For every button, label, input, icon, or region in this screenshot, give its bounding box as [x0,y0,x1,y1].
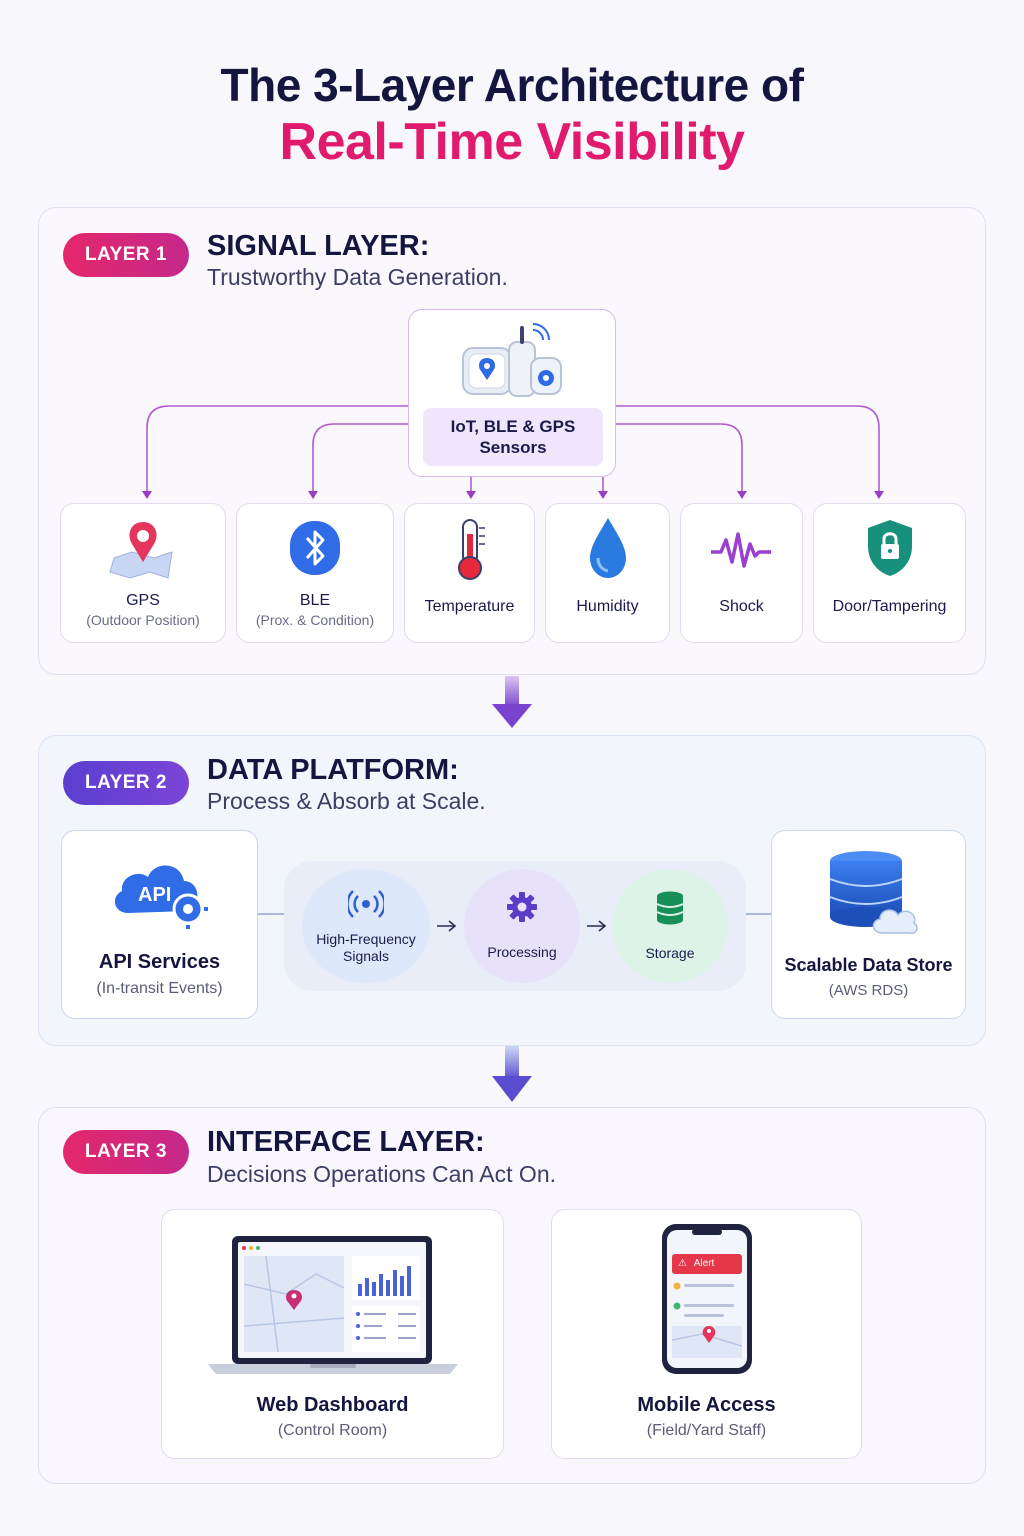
cloud-api-icon: API [114,865,208,929]
waveform-icon [711,532,771,568]
bluetooth-icon [290,521,340,575]
layer1-panel: LAYER 1 SIGNAL LAYER: Trustworthy Data G… [38,207,986,675]
data-store-label: Scalable Data Store [784,955,953,975]
layer3-title: INTERFACE LAYER: [207,1126,485,1158]
sensor-sub: (Outdoor Position) [86,612,200,628]
laptop-dashboard-icon [208,1236,458,1374]
web-dashboard-sub: (Control Room) [277,1422,388,1439]
layer3-badge: LAYER 3 [63,1130,189,1174]
sensor-label: Humidity [576,598,639,615]
down-arrow-icon [492,1046,532,1102]
layer2-badge: LAYER 2 [63,761,189,805]
pipeline-step-label: Storage [645,945,695,961]
layer2-panel: LAYER 2 DATA PLATFORM: Process & Absorb … [38,735,986,1046]
layer3-subtitle: Decisions Operations Can Act On. [207,1161,556,1187]
sensor-card-shock: Shock [680,503,803,643]
pipeline-step-label: High-Frequency Signals [316,931,416,964]
smartphone-icon: ⚠ Alert [662,1224,752,1374]
gear-icon [507,892,537,922]
shield-lock-icon [868,520,912,576]
sensor-card-gps: GPS (Outdoor Position) [60,503,226,643]
map-pin-icon [109,522,173,579]
data-pipeline: High-Frequency Signals Processing [284,861,746,991]
sensor-hub: IoT, BLE & GPS Sensors [408,309,616,477]
layer1-title: SIGNAL LAYER: [207,230,430,262]
hub-label: IoT, BLE & GPS Sensors [423,408,603,466]
sensor-label: GPS [126,592,160,609]
sensor-card-temperature: Temperature [404,503,535,643]
sensor-sub: (Prox. & Condition) [255,612,375,628]
iot-devices-icon [462,323,562,397]
water-drop-icon [590,518,626,578]
api-icon-text: API [138,884,171,906]
layer2-title: DATA PLATFORM: [207,754,459,786]
data-store-card: Scalable Data Store (AWS RDS) [771,830,966,1019]
sensor-label: BLE [299,592,331,609]
database-icon [656,891,684,925]
sensor-label: Temperature [424,598,515,615]
mobile-content-icon [672,1282,742,1358]
api-services-label: API Services [98,951,221,973]
web-dashboard-label: Web Dashboard [256,1394,409,1416]
web-dashboard-card: Web Dashboard (Control Room) [161,1209,504,1459]
pipeline-step-signals: High-Frequency Signals [302,869,430,983]
layer2-subtitle: Process & Absorb at Scale. [207,788,486,814]
layer1-subtitle: Trustworthy Data Generation. [207,264,508,290]
arrow-right-icon [437,920,457,932]
mobile-access-label: Mobile Access [637,1394,776,1416]
mobile-access-card: ⚠ Alert Mobile Access (Field/Yard Staff) [551,1209,862,1459]
sensor-card-ble: BLE (Prox. & Condition) [236,503,394,643]
layer1-badge: LAYER 1 [63,233,189,277]
mobile-alert-banner: ⚠ Alert [672,1254,742,1274]
mobile-alert-text: Alert [693,1258,715,1269]
thermometer-icon [458,519,485,580]
pipeline-step-processing: Processing [464,869,580,983]
database-cloud-icon [829,851,918,935]
mobile-access-sub: (Field/Yard Staff) [646,1422,767,1439]
layer3-panel: LAYER 3 INTERFACE LAYER: Decisions Opera… [38,1107,986,1484]
sensor-card-humidity: Humidity [545,503,670,643]
page-title: The 3-Layer Architecture of [220,59,804,111]
pipeline-step-label: Processing [487,944,557,960]
api-services-sub: (In-transit Events) [96,980,223,997]
arrow-right-icon [587,920,607,932]
pipeline-step-storage: Storage [612,869,728,983]
page-title-highlight: Real-Time Visibility [279,113,745,171]
data-store-sub: (AWS RDS) [828,982,909,999]
down-arrow-icon [492,676,532,728]
api-services-card: API API Services (In-transit Events) [61,830,258,1019]
sensor-card-door-tampering: Door/Tampering [813,503,966,643]
pipeline-connectors [258,913,771,915]
warning-icon: ⚠ [678,1258,687,1269]
sensor-label: Shock [719,598,764,615]
sensor-label: Door/Tampering [832,598,947,615]
hub-connectors [142,405,884,499]
broadcast-icon [348,890,384,918]
